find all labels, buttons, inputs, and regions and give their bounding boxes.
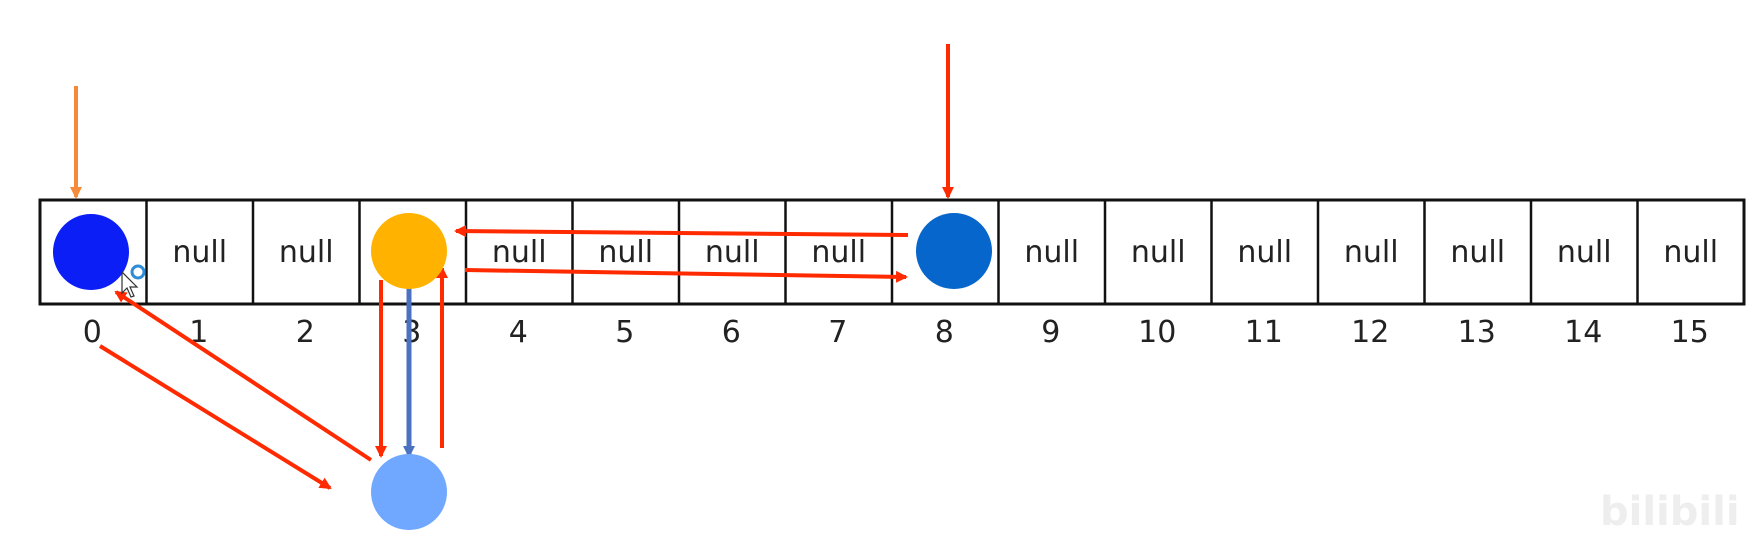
array-cell-2: null [279,235,334,270]
array-cell-1: null [172,235,227,270]
array-cell-9: null [1024,235,1079,270]
array-index-14: 14 [1564,315,1602,350]
array-cell-7: null [811,235,866,270]
nodes [53,213,992,530]
arrow-8-to-3 [454,225,909,238]
array-index-7: 7 [828,315,847,350]
array-index-0: 0 [83,315,102,350]
array-index-4: 4 [509,315,528,350]
array-cell-5: null [598,235,653,270]
node-slot-8 [916,213,992,289]
arrow-to-0 [114,290,373,462]
node-below-slot-3 [371,454,447,530]
arrow-0-to-below [98,344,332,490]
array-cell-4: null [492,235,547,270]
array-index-13: 13 [1458,315,1496,350]
array-cell-11: null [1237,235,1292,270]
array-cell-13: null [1450,235,1505,270]
array-index-3: 3 [402,315,421,350]
arrows [70,44,954,490]
node-slot-0 [53,214,129,290]
array-cell-14: null [1557,235,1612,270]
array-cells: null null null null null null null null null null… [38,198,1746,306]
array-cell-10: null [1131,235,1186,270]
watermark: bilibili [1600,489,1740,533]
array-index-15: 15 [1671,315,1709,350]
array-index-11: 11 [1245,315,1283,350]
arrow-3-to-8 [464,268,908,283]
cursor-ring-icon [130,264,146,280]
array-cell-12: null [1344,235,1399,270]
array-index-2: 2 [296,315,315,350]
array-index-8: 8 [935,315,954,350]
array-index-5: 5 [615,315,634,350]
mouse-cursor-icon [121,264,146,298]
array-index-6: 6 [722,315,741,350]
array-cell-15: null [1663,235,1718,270]
array-index-10: 10 [1138,315,1176,350]
node-slot-3 [371,213,447,289]
array-index-12: 12 [1351,315,1389,350]
array-cell-6: null [705,235,760,270]
array-index-9: 9 [1041,315,1060,350]
